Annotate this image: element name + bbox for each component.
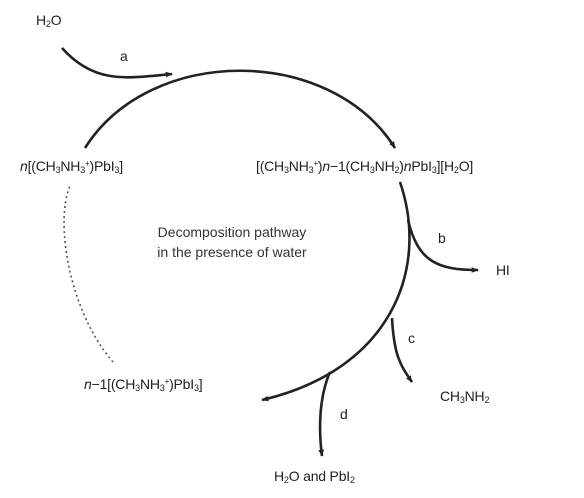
methylamine-label: CH3NH2 [440,388,490,405]
step-b-label: b [438,230,446,246]
step-c-label: c [408,330,415,346]
step-d-label: d [340,406,348,422]
perovskite-label: n[(CH3NH3+)PbI3] [20,158,123,175]
center-caption: Decomposition pathway in the presence of… [112,222,352,262]
hi-label: HI [496,262,510,278]
products-label: H2O and PbI2 [274,468,355,485]
arrow-hi-release [406,219,479,273]
water-input-label: H2O [36,12,62,29]
arc-hydrate-to-residual [261,181,411,402]
step-a-label: a [120,48,128,64]
hydrate-label: [(CH3NH3+)n−1(CH3NH2)nPbI3][H2O] [256,158,474,175]
dashed-return-arc [63,185,114,363]
arc-perovskite-to-hydrate [83,69,397,149]
arrow-products-release [318,371,332,457]
center-caption-line2: in the presence of water [157,244,307,260]
arrow-methylamine-release [390,317,414,383]
center-caption-line1: Decomposition pathway [157,224,307,240]
residual-perovskite-label: n−1[(CH3NH3+)PbI3] [84,376,203,393]
arrow-water-in [61,47,173,79]
